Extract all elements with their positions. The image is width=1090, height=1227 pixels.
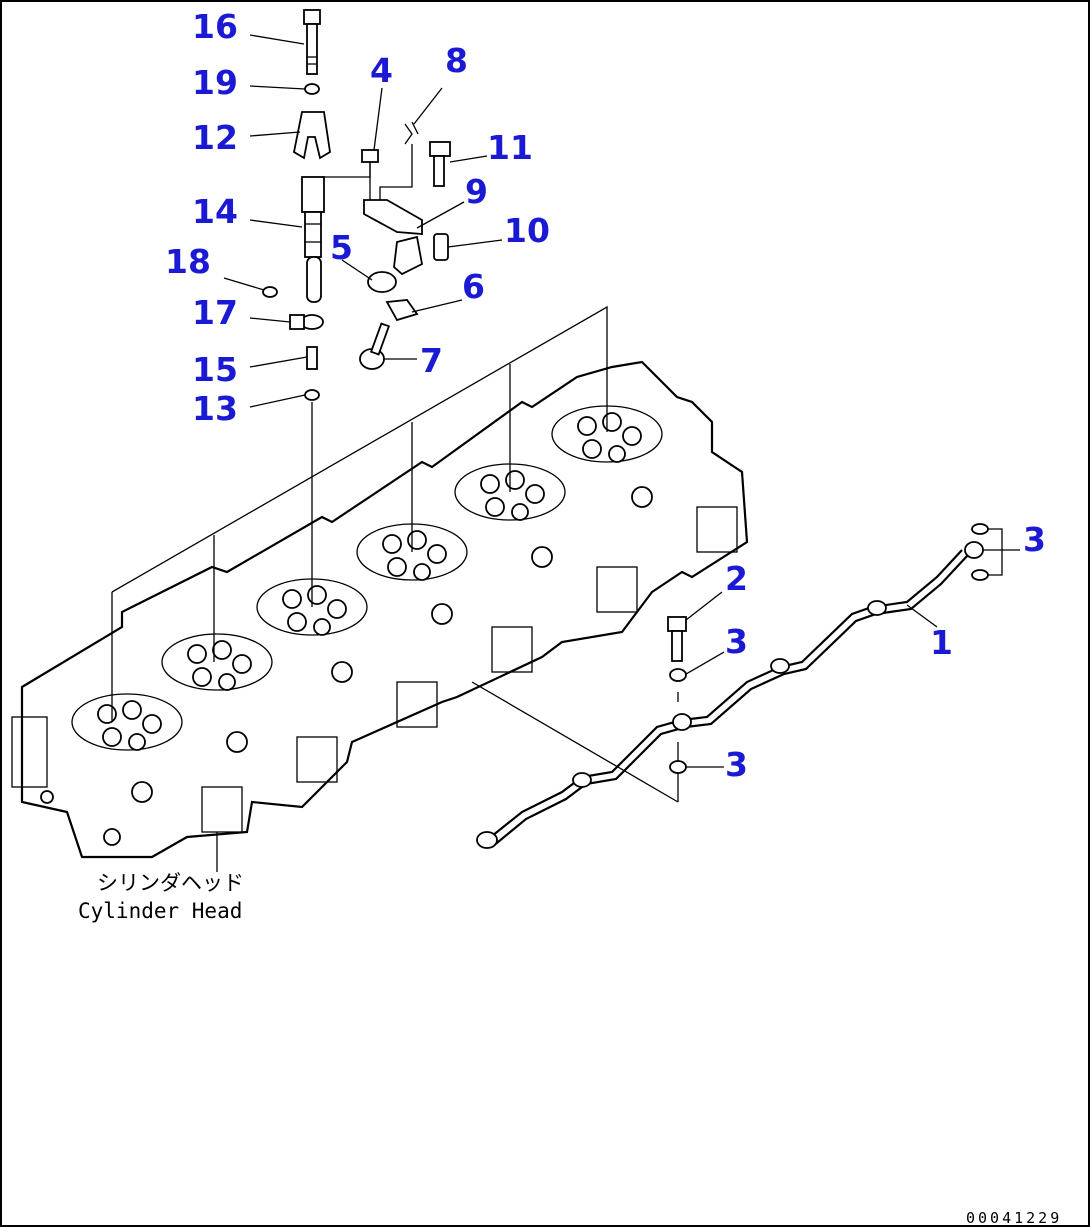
cylinder-port-1 <box>71 693 183 751</box>
sleeve-10 <box>433 233 449 261</box>
callout-16: 16 <box>192 7 238 46</box>
sleeve-15 <box>306 346 318 370</box>
cap-5 <box>367 271 397 293</box>
callout-15: 15 <box>192 350 238 389</box>
bolt-2 <box>667 616 687 662</box>
callout-2: 2 <box>725 559 748 598</box>
bolt-16 <box>303 9 321 75</box>
document-number: 00041229 <box>966 1209 1062 1227</box>
bracket-6 <box>385 299 419 322</box>
callout-labels: 16 19 12 14 18 17 15 13 4 8 11 9 10 5 6 … <box>165 7 1046 784</box>
gasket-17 <box>289 314 324 330</box>
callout-17: 17 <box>192 293 238 332</box>
callout-12: 12 <box>192 118 238 157</box>
injector-group <box>262 9 331 401</box>
callout-9: 9 <box>465 172 488 211</box>
cylinder-port-6 <box>551 405 663 463</box>
washer-3-upper <box>669 668 687 682</box>
callout-14: 14 <box>192 192 238 231</box>
fuel-pipe-1 <box>476 541 984 849</box>
cylinder-port-3 <box>256 578 368 636</box>
seal-13 <box>304 389 320 401</box>
side-ports <box>11 506 738 833</box>
terminal-bracket <box>363 199 423 235</box>
harness-group <box>359 121 451 370</box>
screw-7 <box>359 322 391 370</box>
washer-3-lower <box>669 760 687 774</box>
clip-8 <box>404 121 419 145</box>
washers-3-right <box>971 523 989 581</box>
cylinder-port-2 <box>161 633 273 691</box>
callout-11: 11 <box>487 128 533 167</box>
injector-bracket-lines <box>111 305 608 722</box>
callout-3-upper: 3 <box>725 622 748 661</box>
leader-lines-right <box>471 528 1020 803</box>
injector-14 <box>301 176 325 303</box>
callout-8: 8 <box>445 41 468 80</box>
clamp-12 <box>292 111 331 160</box>
terminal-9 <box>393 235 424 276</box>
callout-19: 19 <box>192 63 238 102</box>
leader-lines-left <box>223 34 371 408</box>
o-ring-18 <box>262 286 278 298</box>
callout-18: 18 <box>165 242 211 281</box>
connector-4 <box>361 149 379 163</box>
cylinder-head <box>11 360 749 859</box>
caption-english: Cylinder Head <box>78 899 242 923</box>
caption-japanese: シリンダヘッド <box>97 871 244 895</box>
washer-19 <box>304 83 320 95</box>
callout-7: 7 <box>420 341 443 380</box>
bolt-11 <box>429 141 451 187</box>
callout-1: 1 <box>930 623 953 662</box>
callout-5: 5 <box>330 228 353 267</box>
callout-3-lower: 3 <box>725 745 748 784</box>
callout-10: 10 <box>504 211 550 250</box>
callout-13: 13 <box>192 389 238 428</box>
front-bosses <box>40 486 653 846</box>
leader-lines-center <box>341 87 503 360</box>
callout-4: 4 <box>370 51 393 90</box>
callout-6: 6 <box>462 267 485 306</box>
callout-3-right: 3 <box>1023 520 1046 559</box>
